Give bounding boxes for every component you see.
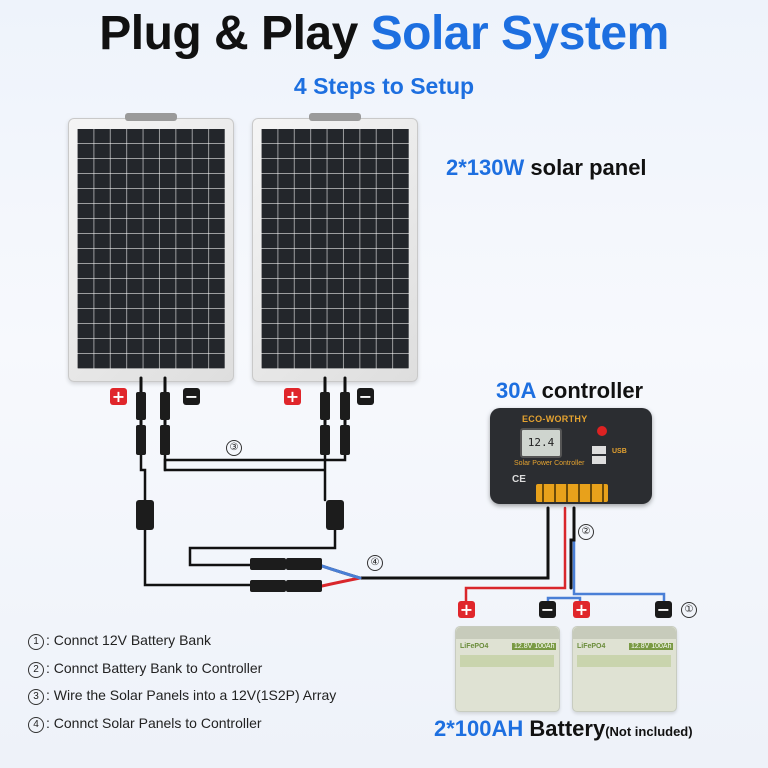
battery-label-band (460, 655, 554, 667)
positive-sign: + (110, 387, 127, 406)
callout-1: ① (681, 602, 697, 618)
y-branch-connector (326, 500, 344, 530)
negative-trunk (143, 528, 252, 587)
battery-label-band (577, 655, 671, 667)
step-number: 4 (28, 716, 44, 733)
solar-panel-right (252, 113, 418, 382)
battery-left: LiFePO4 12.8V 100Ah (455, 626, 560, 712)
battery-text: Battery (523, 716, 606, 741)
negative-sign: − (655, 600, 672, 619)
mc4-connector (160, 425, 170, 455)
mc4-inline (250, 558, 286, 570)
controller-label: 30A controller (496, 378, 643, 404)
ce-mark: CE (512, 474, 526, 485)
controller-feed-blue (320, 564, 362, 580)
step-number: 2 (28, 661, 44, 678)
parallel-wires-a (139, 453, 327, 502)
controller-display: 12.4 (520, 428, 562, 458)
controller-name: Solar Power Controller (514, 460, 585, 467)
step-number: 3 (28, 689, 44, 705)
callout-4: ④ (367, 555, 383, 571)
battery-wire-red (464, 506, 567, 612)
controller-feed-red (320, 576, 362, 588)
parallel-wires-b (163, 453, 347, 472)
usb-port-icon (592, 456, 606, 464)
page-subtitle: 4 Steps to Setup (293, 73, 475, 99)
panel-count: 2*130W (446, 155, 525, 180)
battery-top (456, 627, 559, 639)
positive-sign: + (573, 600, 590, 619)
callout-3: ③ (226, 440, 242, 456)
step-item: 1: Connct 12V Battery Bank (28, 630, 336, 658)
step-text: : Wire the Solar Panels into a 12V(1S2P)… (46, 687, 337, 703)
negative-sign: − (357, 387, 374, 406)
positive-sign: + (458, 600, 475, 619)
steps-list: 1: Connct 12V Battery Bank 2: Connct Bat… (28, 630, 336, 740)
battery-spec: 12.8V 100Ah (629, 643, 674, 650)
solar-panel-left (68, 113, 234, 382)
mc4-connector (340, 425, 350, 455)
positive-trunk (188, 528, 337, 567)
mc4-connector (340, 392, 350, 420)
battery-right: LiFePO4 12.8V 100Ah (572, 626, 677, 712)
solar-cells (77, 129, 225, 369)
mc4-connector (320, 392, 330, 420)
step-item: 4: Connct Solar Panels to Controller (28, 713, 336, 741)
usb-port-icon (592, 446, 606, 454)
battery-top (573, 627, 676, 639)
junction-box (125, 113, 177, 121)
panel-text: solar panel (524, 155, 647, 180)
step-number: 1 (28, 634, 44, 650)
negative-sign: − (539, 600, 556, 619)
battery-wire-black (569, 506, 576, 590)
battery-type: LiFePO4 (460, 643, 489, 650)
step-text: : Connct Solar Panels to Controller (46, 714, 262, 731)
usb-label: USB (612, 448, 627, 455)
step-item: 3: Wire the Solar Panels into a 12V(1S2P… (28, 685, 336, 713)
mc4-inline (250, 580, 286, 592)
battery-spec: 12.8V 100Ah (512, 643, 557, 650)
battery-note: (Not included) (605, 724, 693, 739)
title-part-1: Plug & Play (99, 7, 371, 60)
step-text: : Connct Battery Bank to Controller (46, 659, 263, 676)
junction-box (309, 113, 361, 121)
callout-2: ② (578, 524, 594, 540)
controller-text: controller (535, 378, 644, 403)
mc4-connector (136, 425, 146, 455)
controller-feed-black (320, 506, 550, 580)
battery-type: LiFePO4 (577, 643, 606, 650)
negative-sign: − (183, 387, 200, 406)
title-part-2: Solar System (370, 7, 670, 60)
battery-count: 2*100AH (434, 716, 524, 741)
battery-label: 2*100AH Battery(Not included) (434, 716, 693, 742)
y-branch-connector (136, 500, 154, 530)
solar-cells (261, 129, 409, 369)
mc4-connector (320, 425, 330, 455)
mc4-inline (286, 558, 322, 570)
controller-brand: ECO-WORTHY (522, 414, 588, 424)
mc4-connector (136, 392, 146, 420)
mc4-connector (160, 392, 170, 420)
power-button-icon (597, 426, 607, 436)
mc4-inline (286, 580, 322, 592)
positive-sign: + (284, 387, 301, 406)
step-item: 2: Connct Battery Bank to Controller (28, 658, 336, 686)
controller-amp: 30A (496, 378, 536, 403)
step-text: : Connct 12V Battery Bank (46, 632, 211, 648)
terminal-block (536, 484, 608, 502)
panel-label: 2*130W solar panel (446, 155, 647, 181)
page-title: Plug & Play Solar System (0, 6, 768, 61)
